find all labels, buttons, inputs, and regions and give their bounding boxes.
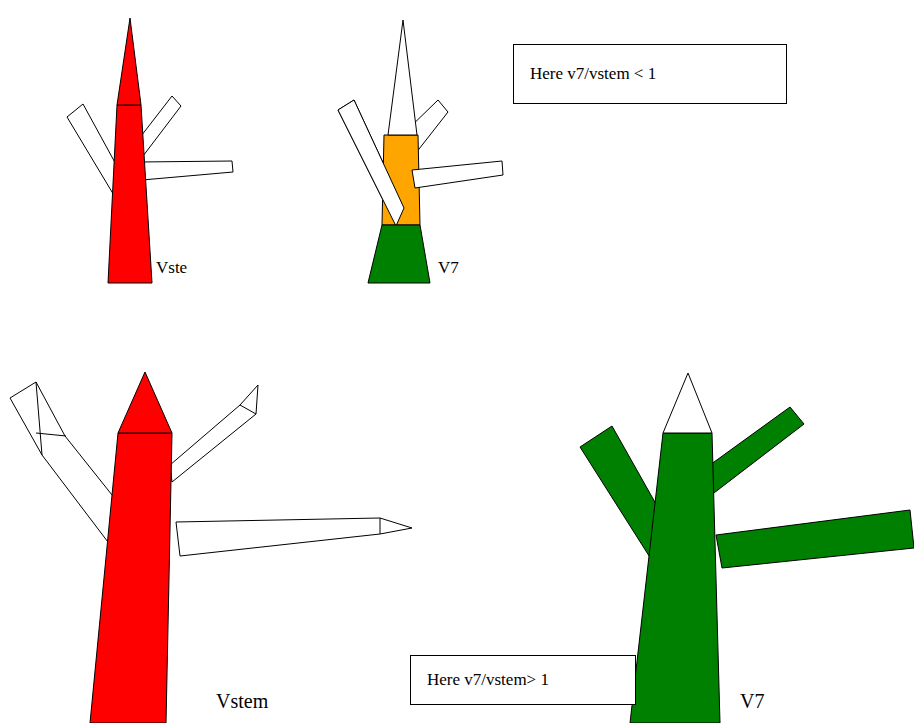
- velocity-label: Vste: [156, 258, 187, 278]
- red-trunk: [108, 105, 152, 283]
- branch: [10, 382, 120, 550]
- white-tip: [663, 373, 712, 433]
- branch: [176, 518, 412, 556]
- branch: [412, 161, 503, 188]
- green-base: [368, 225, 430, 283]
- green-trunk: [630, 433, 720, 723]
- branch-tip-line: [380, 518, 381, 534]
- red-tip: [117, 18, 141, 105]
- branch: [140, 161, 233, 180]
- red-trunk: [90, 433, 172, 723]
- branch-tip-line: [240, 405, 256, 414]
- branch: [138, 96, 181, 160]
- callout-box: Here v7/vstem < 1: [513, 44, 787, 104]
- velocity-label: V7: [740, 690, 764, 713]
- callout-text: Here v7/vstem> 1: [427, 670, 635, 690]
- callout-box: Here v7/vstem> 1: [410, 655, 636, 705]
- green-branch: [716, 510, 914, 568]
- branch-tip-line: [36, 433, 66, 436]
- velocity-label: V7: [438, 258, 459, 278]
- branch-tip-line: [36, 382, 42, 455]
- callout-text: Here v7/vstem < 1: [530, 64, 786, 84]
- branch: [170, 385, 258, 482]
- velocity-label: Vstem: [216, 690, 268, 713]
- white-tip: [388, 20, 417, 135]
- green-branch: [703, 407, 804, 496]
- red-tip: [118, 372, 172, 433]
